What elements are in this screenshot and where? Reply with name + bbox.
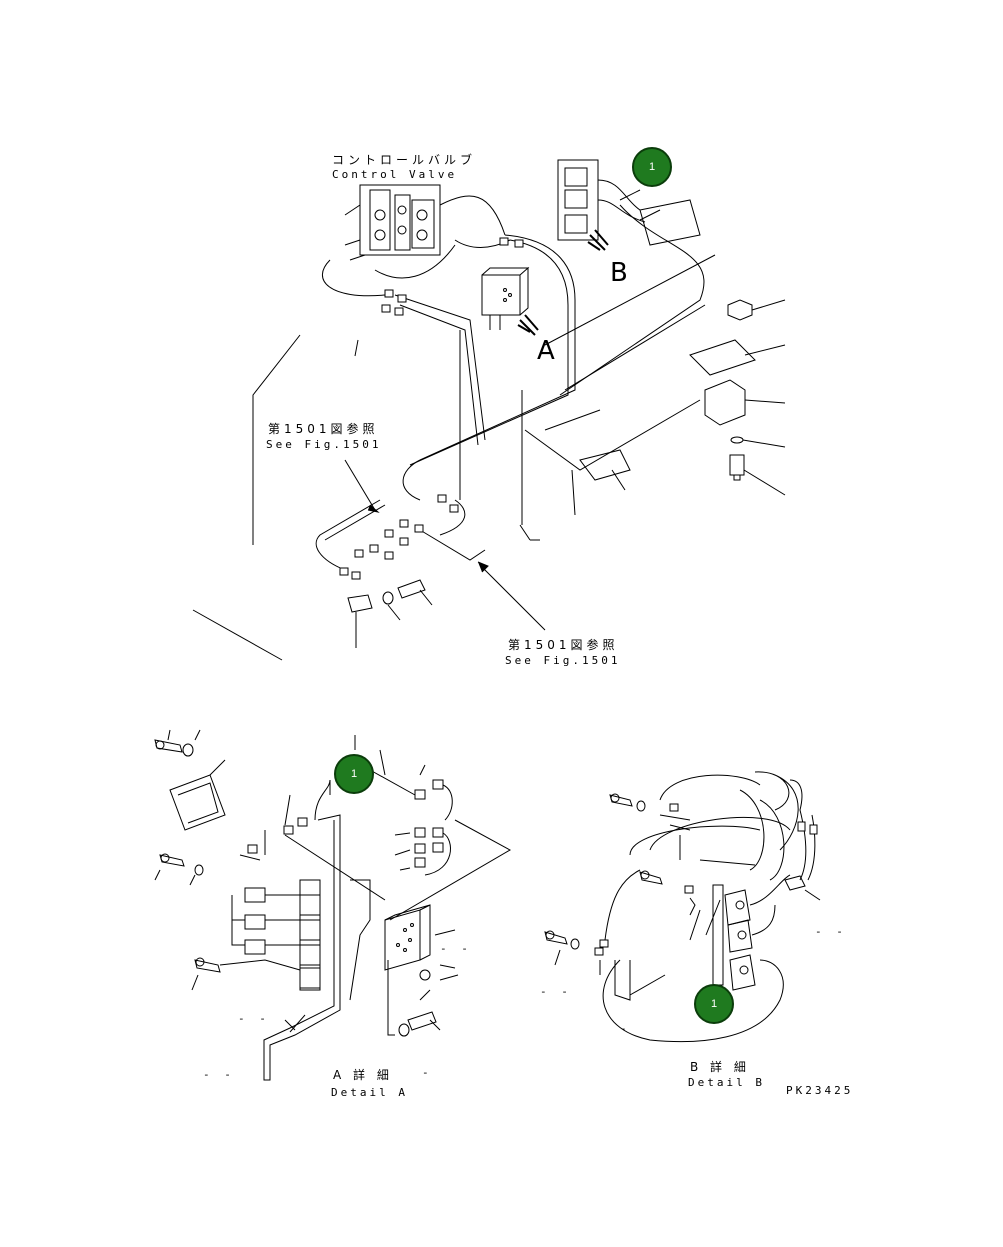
junction-box-a bbox=[481, 266, 539, 336]
detail-b-label-jp: B 詳 細 bbox=[690, 1060, 750, 1074]
leader-dash: - bbox=[422, 1066, 433, 1079]
see-fig-label-2-jp: 第1501図参照 bbox=[508, 638, 619, 652]
leader-dash: - bbox=[620, 1022, 631, 1035]
leader-dash: - - bbox=[440, 942, 472, 955]
sensor-assembly-top bbox=[347, 579, 433, 648]
detail-b-assembly bbox=[544, 771, 821, 1043]
control-valve-label-en: Control Valve bbox=[332, 168, 458, 181]
leader-dash: - - bbox=[203, 1068, 235, 1081]
see-fig-label-2-en: See Fig.1501 bbox=[505, 654, 621, 667]
callout-detail-a[interactable]: 1 bbox=[334, 754, 374, 794]
valve-block-b bbox=[557, 159, 701, 251]
control-valve-label-jp: コントロールバルブ bbox=[332, 153, 477, 167]
marker-b: B bbox=[610, 258, 628, 288]
hardware-top-right bbox=[571, 209, 786, 516]
detail-a-label-jp: A 詳 細 bbox=[333, 1068, 393, 1082]
drawing-code: PK23425 bbox=[786, 1084, 854, 1097]
reference-leaders bbox=[344, 254, 716, 631]
detail-b-label-en: Detail B bbox=[688, 1076, 765, 1089]
leader-dash: - - bbox=[815, 925, 847, 938]
marker-a: A bbox=[537, 336, 555, 366]
callout-top[interactable]: 1 bbox=[632, 147, 672, 187]
callout-detail-b[interactable]: 1 bbox=[694, 984, 734, 1024]
frame-lines bbox=[192, 334, 540, 661]
leader-dash: - - bbox=[540, 985, 572, 998]
connectors-top bbox=[339, 237, 524, 580]
leader-dash: - - bbox=[238, 1012, 270, 1025]
detail-a-assembly bbox=[154, 729, 512, 1081]
callout-leader bbox=[619, 189, 641, 201]
see-fig-label-jp: 第1501図参照 bbox=[268, 422, 379, 436]
detail-a-label-en: Detail A bbox=[331, 1086, 408, 1099]
see-fig-label-en: See Fig.1501 bbox=[266, 438, 382, 451]
main-harness bbox=[315, 204, 706, 571]
